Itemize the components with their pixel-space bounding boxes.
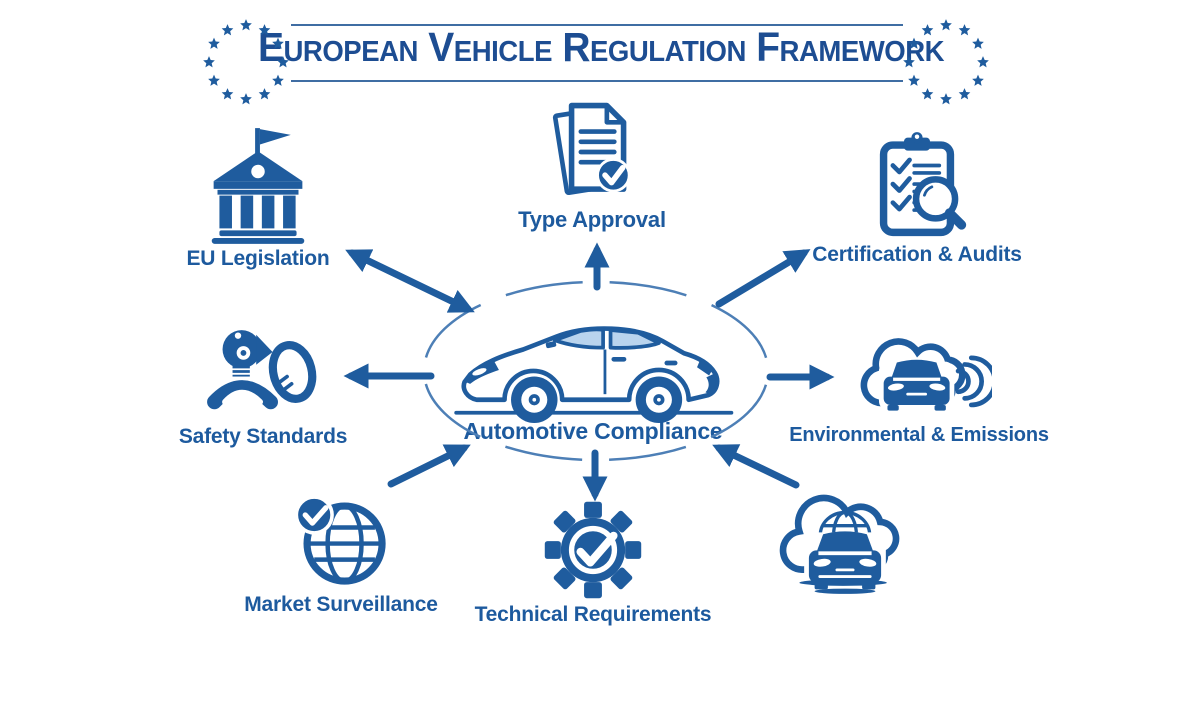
government-building-icon xyxy=(211,128,305,244)
title-rule-top xyxy=(291,24,903,26)
node-label: Safety Standards xyxy=(178,425,348,448)
node-label: Market Surveillance xyxy=(244,593,438,616)
node-type-approval: Type Approval xyxy=(492,100,692,231)
node-connected-vehicle xyxy=(760,482,930,596)
page-title: European Vehicle Regulation Framework xyxy=(258,24,945,70)
node-technical-requirements: Technical Requirements xyxy=(468,500,718,626)
node-certification-audits: Certification & Audits xyxy=(802,130,1032,266)
node-eu-legislation: EU Legislation xyxy=(148,126,368,270)
cloud-connected-car-icon xyxy=(779,494,900,594)
cloud-car-emissions-icon xyxy=(860,338,992,411)
node-label: EU Legislation xyxy=(186,247,330,270)
crash-dummy-airbag-icon xyxy=(207,330,317,410)
node-label: Technical Requirements xyxy=(474,603,712,626)
clipboard-magnifier-icon xyxy=(879,132,967,237)
node-safety-standards: Safety Standards xyxy=(148,322,378,448)
center-label: Automotive Compliance xyxy=(463,418,723,444)
center-automotive-compliance: Automotive Compliance xyxy=(413,272,783,464)
node-environmental-emissions: Environmental & Emissions xyxy=(789,322,1049,446)
document-check-icon xyxy=(552,102,631,196)
eu-stars-icon xyxy=(203,19,289,105)
node-label: Certification & Audits xyxy=(812,243,1022,266)
title-rule-bottom xyxy=(291,80,903,82)
node-market-surveillance: Market Surveillance xyxy=(236,490,446,616)
node-label: Environmental & Emissions xyxy=(789,424,1049,446)
eu-stars-icon xyxy=(903,19,989,105)
gear-check-icon xyxy=(544,501,642,599)
globe-check-icon xyxy=(294,495,386,585)
node-label: Type Approval xyxy=(518,207,666,232)
